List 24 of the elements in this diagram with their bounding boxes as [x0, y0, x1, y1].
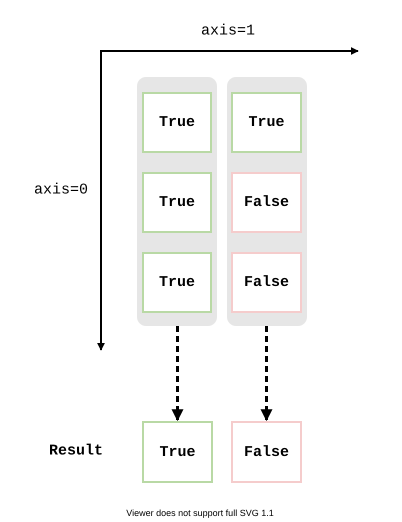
- footer-note: Viewer does not support full SVG 1.1: [126, 508, 274, 518]
- value-box: [142, 252, 212, 313]
- column-band: [137, 77, 217, 326]
- value-box: [231, 172, 302, 233]
- arrow: [260, 326, 272, 422]
- axis-label: axis=1: [201, 22, 255, 40]
- arrow: [172, 326, 184, 422]
- value-box: [142, 421, 213, 483]
- cell-value: True: [158, 114, 195, 131]
- value-box: [231, 92, 302, 153]
- axis-label: axis=0: [34, 182, 88, 198]
- cell-value: False: [244, 194, 289, 211]
- row-label: Result: [49, 442, 103, 460]
- cell-value: False: [244, 274, 289, 291]
- cell-value: True: [248, 114, 284, 131]
- cell-value: False: [244, 444, 289, 460]
- value-box: [142, 92, 212, 153]
- value-box: [231, 252, 302, 313]
- value-box: [142, 172, 212, 233]
- cell-value: True: [159, 444, 196, 460]
- column-band: [227, 77, 307, 326]
- cell-value: True: [158, 274, 195, 291]
- cell-value: True: [158, 194, 195, 211]
- value-box: [231, 421, 302, 483]
